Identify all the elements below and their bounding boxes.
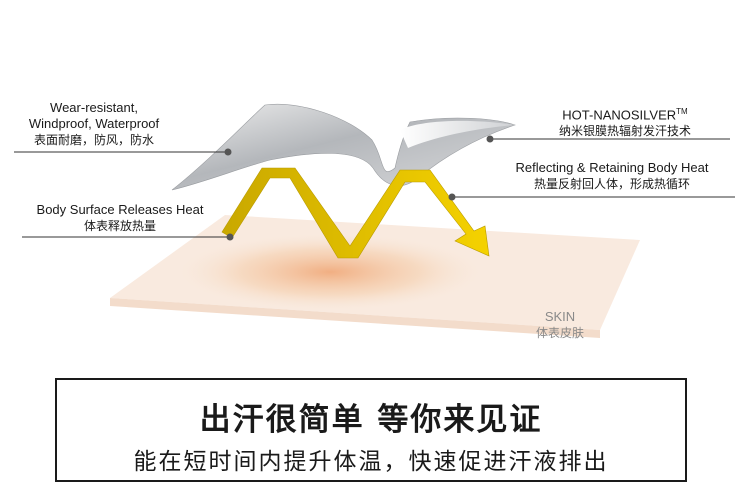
label-body-heat: Body Surface Releases Heat 体表释放热量 — [20, 202, 220, 234]
label-body-en: Body Surface Releases Heat — [36, 202, 204, 217]
label-nanosilver: HOT-NANOSILVERTM 纳米银膜热辐射发汗技术 — [530, 104, 720, 139]
silver-film-curl — [400, 120, 515, 148]
label-nano-tm: TM — [676, 107, 688, 116]
leader-lines — [14, 138, 735, 238]
label-skin-en: SKIN — [544, 309, 576, 324]
label-nano-cn: 纳米银膜热辐射发汗技术 — [558, 124, 691, 139]
skin-plate-edge — [110, 298, 600, 338]
label-wear-line1: Wear-resistant, — [50, 100, 138, 115]
skin-heat-glow — [180, 234, 480, 310]
label-reflecting: Reflecting & Retaining Body Heat 热量反射回人体… — [492, 160, 732, 192]
label-wear-resistant: Wear-resistant, Windproof, Waterproof 表面… — [14, 100, 174, 148]
banner-subline: 能在短时间内提升体温，快速促进汗液排出 — [133, 449, 609, 475]
leader-dots — [224, 135, 494, 241]
label-nano-en: HOT-NANOSILVER — [562, 107, 677, 123]
label-refl-en: Reflecting & Retaining Body Heat — [515, 160, 709, 175]
silver-film-icon — [171, 103, 516, 191]
label-wear-cn: 表面耐磨，防风，防水 — [33, 133, 154, 147]
zigzag-arrow-icon — [221, 167, 490, 259]
label-refl-cn: 热量反射回人体，形成热循环 — [533, 177, 690, 191]
label-skin: SKIN 体表皮肤 — [520, 309, 600, 341]
label-wear-line2: Windproof, Waterproof — [28, 116, 160, 131]
label-skin-cn: 体表皮肤 — [535, 326, 584, 340]
banner-headline: 出汗很简单 等你来见证 — [199, 402, 543, 438]
slogan-banner: 出汗很简单 等你来见证 能在短时间内提升体温，快速促进汗液排出 — [55, 378, 687, 482]
label-body-cn: 体表释放热量 — [83, 219, 156, 233]
